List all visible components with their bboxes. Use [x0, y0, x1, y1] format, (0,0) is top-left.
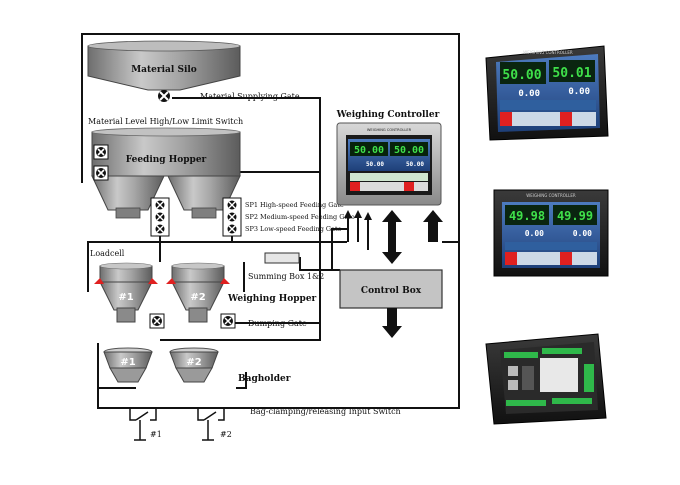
feeding-gates-right-icon: [222, 197, 242, 237]
material-supplying-gate-icon: [158, 90, 170, 102]
mini-value-2: 50.00: [394, 145, 424, 156]
level-switch-label: Material Level High/Low Limit Switch: [88, 117, 243, 126]
weighing-controller-mini: WEIGHING CONTROLLER 50.00 50.00 50.00 50…: [336, 122, 442, 206]
mini-header: WEIGHING CONTROLLER: [367, 128, 412, 132]
dumping-gate-1-icon: [149, 313, 165, 329]
control-box: Control Box: [339, 269, 443, 309]
device2-value-2: 49.99: [557, 209, 593, 223]
weighing-hopper-label: Weighing Hopper: [227, 294, 317, 304]
device2-header: WEIGHING CONTROLLER: [526, 193, 576, 198]
material-supplying-gate-label: Material Supplying Gate: [200, 92, 300, 101]
level-switch-low-icon: [93, 165, 109, 181]
device2-subvalue-2: 0.00: [573, 229, 592, 238]
bagholder-2-number: #2: [186, 357, 201, 368]
device1-value-2: 50.01: [552, 66, 591, 81]
summing-box-label: Summing Box 1&2: [248, 272, 324, 281]
mini-subvalue-2: 50.00: [406, 161, 424, 168]
weighing-hopper-1-number: #1: [118, 292, 133, 303]
level-switch-high-icon: [93, 144, 109, 160]
device2-subvalue-1: 0.00: [525, 229, 544, 238]
loadcell-icons: [94, 278, 230, 284]
bagholder-label: Bagholder: [238, 374, 291, 384]
control-box-output-arrow: [382, 308, 402, 338]
bag-switch-2-number: #2: [220, 430, 232, 439]
bag-switch-label: Bag-clamping/releasing Input Switch: [250, 407, 401, 416]
bidirectional-arrow: [382, 210, 402, 264]
feeding-hopper-label: Feeding Hopper: [126, 155, 207, 165]
device1-header: WEIGHING CONTROLLER: [523, 50, 573, 55]
weighing-hopper-2-number: #2: [190, 292, 205, 303]
weighing-hopper-2: #2: [171, 262, 225, 323]
sp3-label: SP3 Low-speed Feeding Gate: [245, 225, 342, 233]
wiring: [81, 33, 460, 409]
bagholder-2: #2: [169, 347, 219, 383]
device1-subvalue-1: 0.00: [518, 89, 540, 99]
feeding-hopper: Feeding Hopper: [91, 127, 241, 219]
bag-switch-1-number: #1: [150, 430, 162, 439]
dumping-gate-2-icon: [220, 313, 236, 329]
weighing-controller-label: Weighing Controller: [336, 110, 440, 120]
mini-value-1: 50.00: [354, 145, 384, 156]
device-photo-2: WEIGHING CONTROLLER 49.98 49.99 0.00 0.0…: [493, 189, 609, 277]
material-silo-label: Material Silo: [131, 65, 197, 75]
mini-subvalue-1: 50.00: [366, 161, 384, 168]
dumping-gate-label: Dumping Gate: [248, 319, 307, 328]
bag-switch-2-icon: [197, 408, 225, 441]
device2-value-1: 49.98: [509, 209, 545, 223]
bag-switch-1-icon: [129, 408, 157, 441]
device-photo-1: WEIGHING CONTROLLER 50.00 50.01 0.00 0.0…: [485, 45, 609, 141]
feeding-gates-left-icon: [150, 197, 170, 237]
material-silo: Material Silo: [87, 40, 241, 91]
sp2-label: SP2 Medium-speed Feeding Gate: [245, 213, 355, 221]
device-photo-3-rear: [485, 333, 607, 425]
controller-input-arrow: [423, 210, 443, 242]
sp1-label: SP1 High-speed Feeding Gate: [245, 201, 344, 209]
bagholder-1: #1: [103, 347, 153, 383]
loadcell-label: Loadcell: [90, 249, 125, 258]
bagholder-1-number: #1: [120, 357, 135, 368]
device1-subvalue-2: 0.00: [568, 87, 590, 97]
controller-output-arrows: [344, 210, 372, 250]
summing-box: [264, 252, 300, 264]
weighing-hopper-1: #1: [99, 262, 153, 323]
control-box-label: Control Box: [361, 286, 422, 296]
device1-value-1: 50.00: [502, 68, 541, 83]
